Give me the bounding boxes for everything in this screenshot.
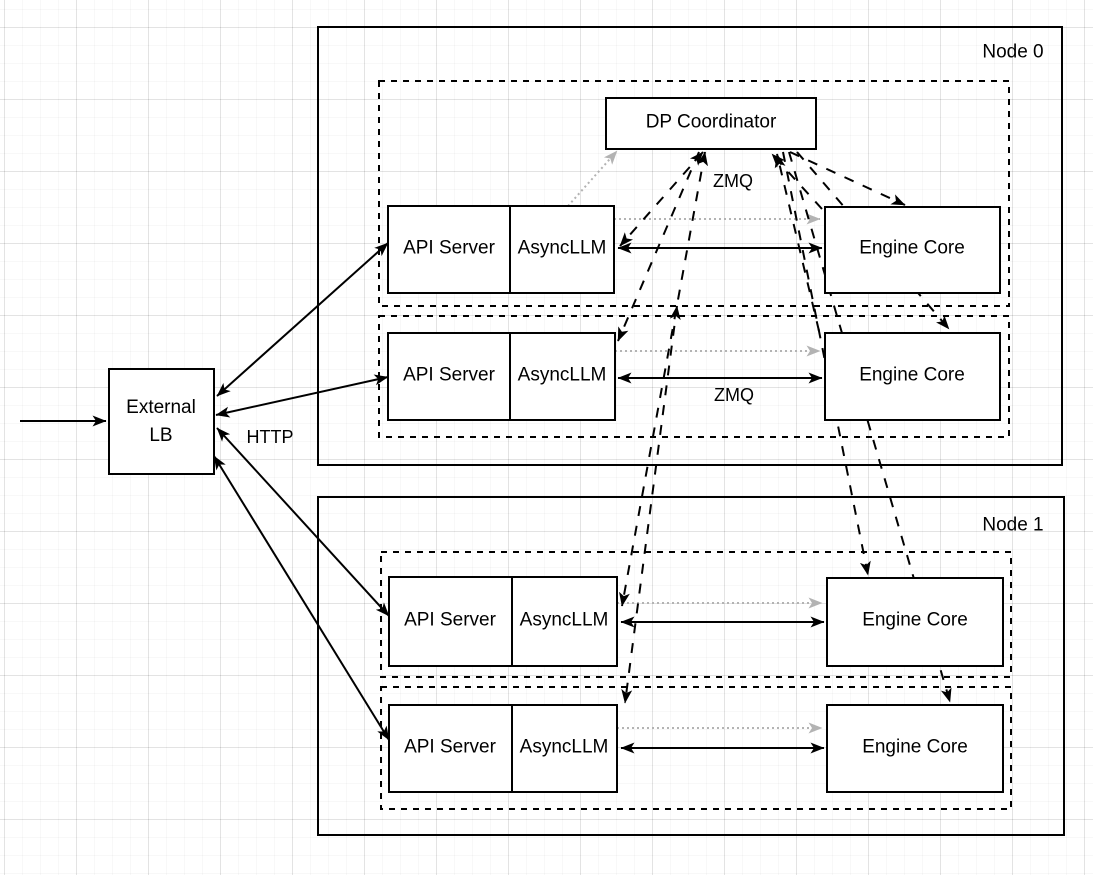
api-async-box-node1-rank1: [388, 704, 618, 793]
dp-coordinator-label: DP Coordinator: [645, 111, 777, 133]
dp-coordinator-box: [605, 97, 817, 150]
engine-core-box-node0-rank1: [824, 332, 1001, 421]
edge-lb-api-node1-rank0: [216, 427, 390, 617]
api-server-label-node1-rank0: API Server: [404, 609, 496, 631]
edge-gray-async-coordinator: [567, 150, 618, 207]
async-llm-label-node1-rank0: AsyncLLM: [519, 609, 609, 631]
external-lb-label: External LB: [126, 397, 196, 446]
api-server-label-node0-rank0: API Server: [403, 237, 495, 259]
zmq-engine-edge-label: ZMQ: [714, 385, 754, 406]
engine-core-label-node1-rank0: Engine Core: [862, 609, 968, 631]
node1-label: Node 1: [982, 514, 1044, 536]
async-llm-label-node1-rank1: AsyncLLM: [519, 736, 609, 758]
edge-lb-api-node0-rank0: [216, 242, 389, 397]
node1-rank1-group: [380, 686, 1012, 810]
node0-label: Node 0: [982, 41, 1044, 63]
api-server-label-node0-rank1: API Server: [403, 364, 495, 386]
api-async-box-node0-rank0: [387, 205, 615, 294]
engine-core-label-node0-rank1: Engine Core: [859, 364, 965, 386]
edge-lb-api-node1-rank1: [213, 455, 390, 741]
engine-core-label-node1-rank1: Engine Core: [862, 736, 968, 758]
async-llm-label-node0-rank1: AsyncLLM: [517, 364, 607, 386]
engine-core-label-node0-rank0: Engine Core: [859, 237, 965, 259]
edge-dashed-coord-async-node0-rank1: [617, 151, 700, 342]
engine-core-box-node1-rank1: [826, 704, 1004, 793]
http-edge-label: HTTP: [246, 427, 294, 448]
engine-core-box-node1-rank0: [826, 577, 1004, 667]
zmq-coordinator-edge-label: ZMQ: [713, 171, 753, 192]
async-llm-label-node0-rank0: AsyncLLM: [517, 237, 607, 259]
edge-dashed-coord-engine-node1-rank1: [788, 151, 952, 703]
api-async-box-node1-rank0: [388, 576, 618, 667]
api-server-label-node1-rank1: API Server: [404, 736, 496, 758]
edge-lb-api-node0-rank1: [215, 374, 389, 418]
engine-core-box-node0-rank0: [824, 206, 1001, 294]
api-async-box-node0-rank1: [387, 332, 616, 421]
external-lb-box: [108, 368, 215, 475]
edge-dashed-coord-async-node1-rank1: [621, 305, 681, 704]
edge-dashed-coord-engine-node0-rank0-out: [789, 151, 906, 206]
